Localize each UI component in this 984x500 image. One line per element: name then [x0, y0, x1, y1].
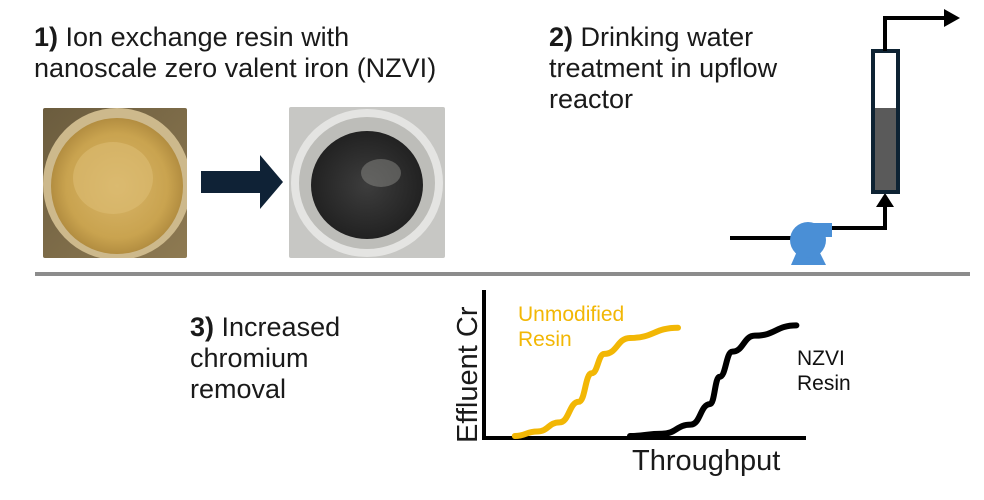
step2-line3: reactor — [549, 84, 634, 114]
series-line-nzvi-resin — [627, 322, 800, 439]
pump-icon — [790, 222, 832, 265]
upflow-reactor-column-icon — [871, 49, 900, 194]
step3-line1: Increased — [221, 312, 341, 342]
step2-line1: Drinking water — [580, 22, 754, 52]
resin-dish-photo-icon — [43, 108, 187, 258]
step2-title: 2) Drinking water treatment in upflow re… — [549, 22, 777, 115]
step1-number: 1) — [34, 22, 59, 52]
step1-line1: Ion exchange resin with — [65, 22, 350, 52]
step1-title: 1) Ion exchange resin with nanoscale zer… — [34, 22, 436, 84]
step3-line3: removal — [190, 374, 287, 404]
chart-y-axis-label: Effluent Cr — [452, 306, 484, 443]
series-label-nzvi-line1: NZVI — [797, 347, 845, 370]
step3-title: 3) Increased chromium removal — [190, 312, 340, 405]
feed-pipe — [818, 206, 887, 230]
series-label-unmodified-resin: Unmodified Resin — [518, 302, 624, 352]
step3-line2: chromium — [190, 343, 309, 373]
series-label-unmodified-line1: Unmodified — [518, 303, 625, 326]
step2-line2: treatment in upflow — [549, 53, 778, 83]
series-label-unmodified-line2: Resin — [518, 328, 572, 351]
outlet-pipe — [883, 16, 944, 51]
right-arrow-icon — [201, 155, 283, 209]
series-label-nzvi-line2: Resin — [797, 372, 851, 395]
outlet-arrow-head — [944, 9, 960, 27]
step3-number: 3) — [190, 312, 215, 342]
step1-line2: nanoscale zero valent iron (NZVI) — [34, 53, 437, 83]
feed-arrow-head — [876, 193, 894, 207]
chart-x-axis-label: Throughput — [632, 445, 781, 477]
series-label-nzvi-resin: NZVI Resin — [797, 346, 851, 396]
step2-number: 2) — [549, 22, 574, 52]
series-line-unmodified-resin — [511, 324, 681, 439]
nzvi-resin-dish-photo-icon — [289, 107, 445, 258]
